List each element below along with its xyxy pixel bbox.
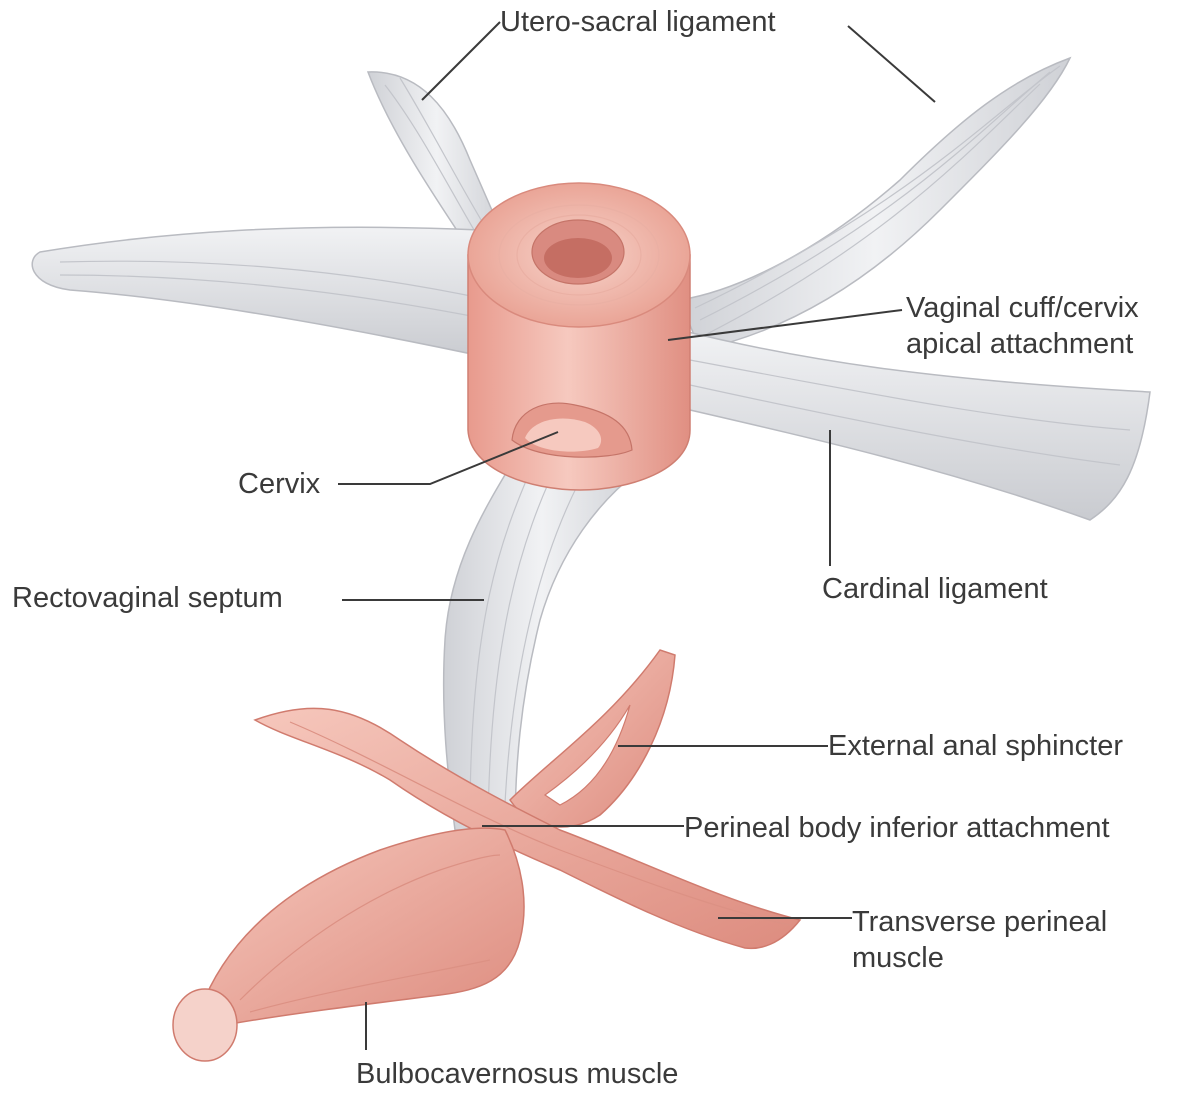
label-perineal-body: Perineal body inferior attachment	[684, 810, 1110, 846]
label-vaginal-cuff-apical-attachment: Vaginal cuff/cervix apical attachment	[906, 290, 1139, 362]
label-transverse-perineal-muscle: Transverse perineal muscle	[852, 904, 1107, 976]
leader-line-utero-sacral-left	[422, 22, 500, 100]
leader-line-utero-sacral-right	[848, 26, 935, 102]
label-cardinal-ligament: Cardinal ligament	[822, 571, 1048, 607]
label-utero-sacral-ligament: Utero-sacral ligament	[500, 4, 776, 40]
label-rectovaginal-septum: Rectovaginal septum	[12, 580, 283, 616]
label-transverse-line2: muscle	[852, 940, 1107, 976]
cervix-shape	[468, 183, 690, 490]
bulbocavernosus-muscle-shape	[173, 828, 524, 1061]
label-external-anal-sphincter: External anal sphincter	[828, 728, 1123, 764]
label-vaginal-cuff-line1: Vaginal cuff/cervix	[906, 290, 1139, 326]
external-anal-sphincter-shape	[510, 650, 675, 827]
label-bulbocavernosus-muscle: Bulbocavernosus muscle	[356, 1056, 678, 1092]
label-transverse-line1: Transverse perineal	[852, 904, 1107, 940]
label-cervix: Cervix	[238, 466, 320, 502]
label-vaginal-cuff-line2: apical attachment	[906, 326, 1139, 362]
